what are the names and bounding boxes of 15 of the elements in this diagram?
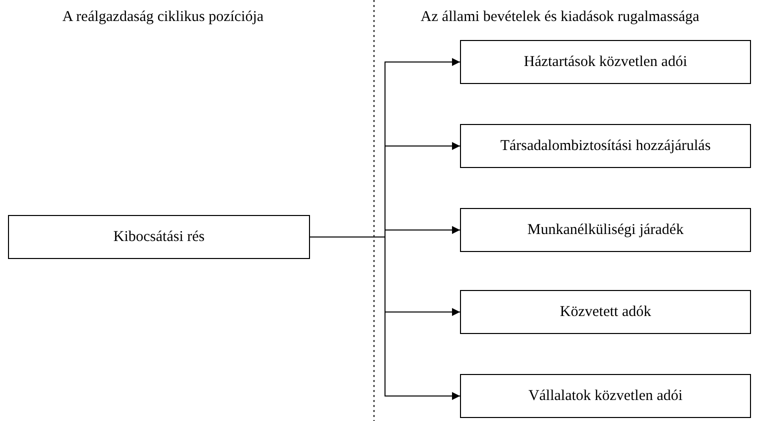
- process-box: [460, 124, 751, 168]
- box-label: Társadalombiztosítási hozzájárulás: [500, 138, 711, 154]
- box-label: Háztartások közvetlen adói: [524, 54, 688, 70]
- box-label: Kibocsátási rés: [113, 228, 205, 246]
- box-label: Vállalatok közvetlen adói: [528, 388, 683, 404]
- process-box: [460, 40, 751, 84]
- process-box: [460, 290, 751, 334]
- column-heading: Az állami bevételek és kiadások rugalmassága: [420, 9, 700, 26]
- box-label: Munkanélküliségi járadék: [527, 222, 684, 238]
- box-label: Közvetett adók: [560, 304, 652, 320]
- arrow: [310, 236, 460, 400]
- process-box: [460, 374, 751, 418]
- column-heading: A reálgazdaság ciklikus pozíciója: [62, 9, 264, 26]
- process-box: [8, 215, 310, 259]
- process-box: [460, 208, 751, 252]
